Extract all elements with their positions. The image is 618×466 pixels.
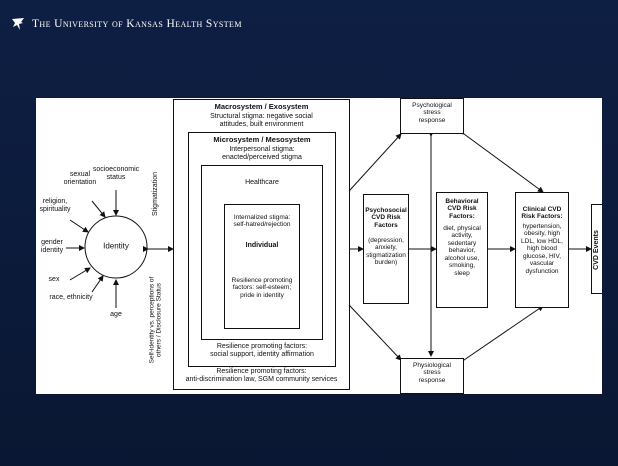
micro-text: Interpersonal stigma: enacted/perceived … — [222, 146, 302, 162]
connector-lines — [66, 128, 592, 366]
self-identity-label: Self-identity vs. perceptions of others … — [148, 276, 163, 364]
clinical-box: Clinical CVD Risk Factors: hypertension,… — [515, 192, 569, 308]
healthcare-label: Healthcare — [245, 179, 279, 186]
arrow-sex — [69, 267, 91, 281]
psych-stress-box: Psychological stress response — [400, 98, 464, 134]
micro-footer: Resilience promoting factors: social sup… — [210, 343, 314, 359]
macro-exosystem-box: Macrosystem / Exosystem Structural stigm… — [173, 99, 350, 390]
cvd-framework-diagram: Identity sexual orientation socioeconomi… — [36, 98, 602, 394]
psychosocial-box: Psychosocial CVD Risk Factors (depressio… — [363, 194, 409, 304]
micro-mesosystem-box: Microsystem / Mesosystem Interpersonal s… — [188, 132, 336, 367]
behavioral-title: Behavioral CVD Risk Factors: — [445, 198, 479, 220]
individual-box: Internalized stigma: self-hatred/rejecti… — [224, 204, 300, 329]
sexual-orientation-label: sexual orientation — [63, 171, 97, 187]
race-ethnicity-label: race, ethnicity — [49, 294, 93, 301]
internalized-stigma-text: Internalized stigma: self-hatred/rejecti… — [233, 214, 291, 229]
arrow-religion — [69, 219, 89, 233]
clinical-title: Clinical CVD Risk Factors: — [521, 206, 563, 221]
stigmatization-label: Stigmatization — [151, 172, 159, 216]
psych-stress-text: Psychological stress response — [412, 102, 452, 124]
macro-title: Macrosystem / Exosystem — [214, 102, 309, 111]
arrow-race — [91, 275, 104, 293]
behavioral-box: Behavioral CVD Risk Factors: diet, physi… — [436, 192, 488, 308]
jayhawk-logo-icon — [12, 18, 24, 30]
physio-stress-text: Physiological stress response — [413, 362, 451, 384]
behavioral-text: diet, physical activity, sedentary behav… — [443, 225, 481, 277]
arrow-macro-physio-stress — [344, 300, 402, 361]
gender-identity-label: gender identity — [40, 239, 64, 255]
individual-resilience-text: Resilience promoting factors: self-estee… — [231, 277, 293, 299]
macro-footer: Resilience promoting factors: anti-discr… — [185, 368, 338, 384]
physio-stress-box: Physiological stress response — [400, 358, 464, 394]
arrow-sexual-orientation — [91, 200, 106, 218]
header: The University of Kansas Health System — [10, 6, 242, 42]
individual-title: Individual — [245, 242, 279, 249]
sex-label: sex — [48, 276, 60, 283]
cvd-events-label: CVD Events — [592, 230, 600, 270]
clinical-text: hypertension, obesity, high LDL, low HDL… — [521, 223, 563, 275]
healthcare-box: Healthcare Internalized stigma: self-hat… — [201, 165, 323, 340]
cvd-events-box: CVD Events — [591, 204, 602, 294]
micro-title: Microsystem / Mesosystem — [213, 135, 311, 144]
identity-label: Identity — [103, 241, 129, 251]
psychosocial-text: (depression, anxiety, stigmatization bur… — [366, 237, 406, 267]
arrow-macro-psych-stress — [344, 133, 402, 196]
age-label: age — [110, 311, 122, 318]
socioeconomic-status-label: socioeconomic status — [92, 166, 140, 182]
arrow-psych-stress-clinical — [458, 128, 544, 193]
arrow-physio-stress-clinical — [458, 305, 544, 366]
macro-text: Structural stigma: negative social attit… — [210, 113, 313, 129]
header-title: The University of Kansas Health System — [32, 18, 242, 30]
religion-label: religion, spirituality — [39, 198, 71, 214]
psychosocial-title: Psychosocial CVD Risk Factors — [365, 207, 407, 229]
